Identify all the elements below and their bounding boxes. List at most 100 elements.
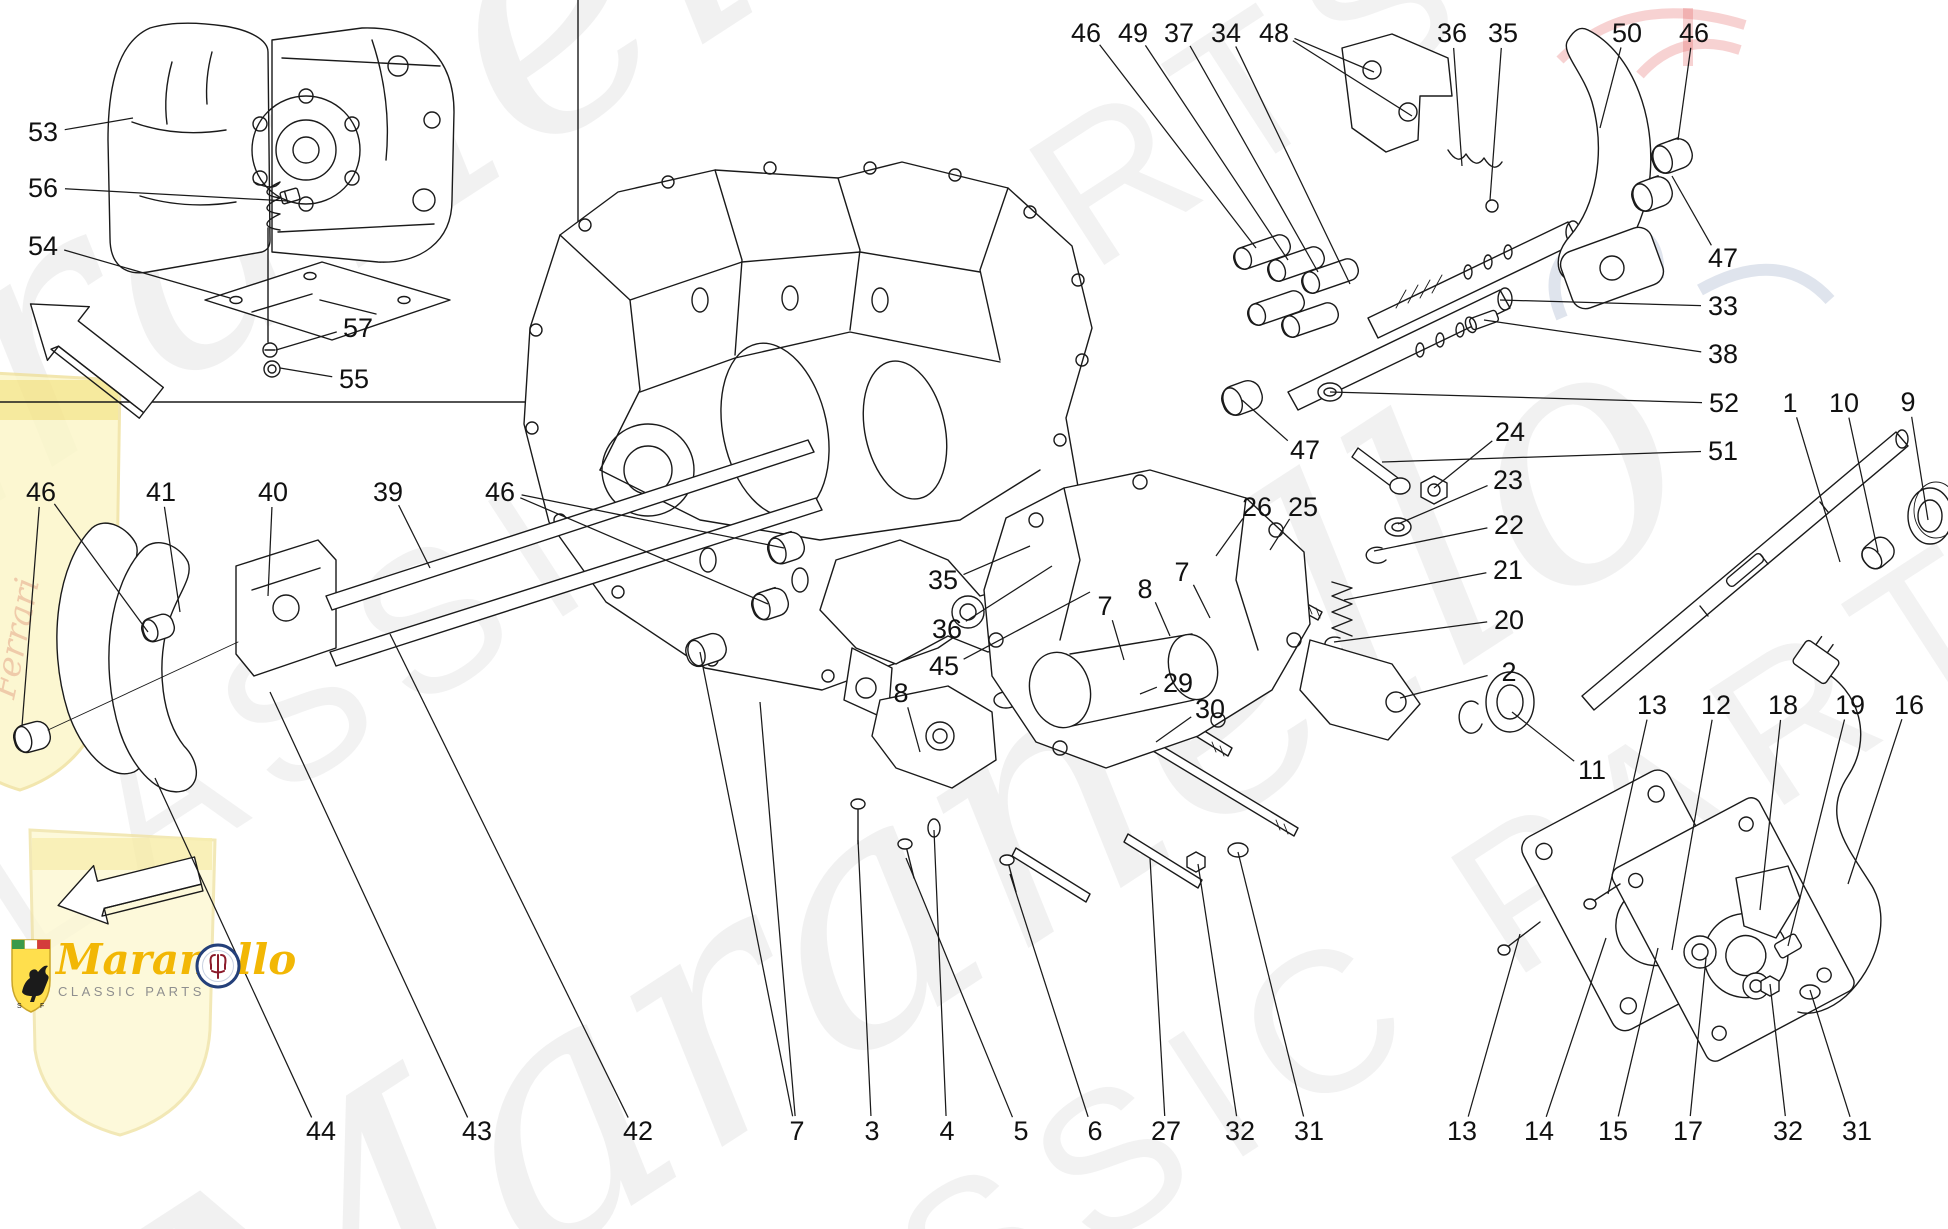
part-number: 46 bbox=[485, 477, 515, 507]
leader-line bbox=[1111, 619, 1125, 661]
leader-line bbox=[521, 494, 785, 549]
part-label-29: 29 bbox=[1139, 668, 1193, 698]
part-label-52: 52 bbox=[1329, 388, 1739, 418]
leader-line bbox=[520, 497, 769, 605]
part-number: 25 bbox=[1288, 492, 1318, 522]
part-number: 56 bbox=[28, 173, 58, 203]
leader-line bbox=[1759, 719, 1782, 911]
leader-line bbox=[1235, 46, 1351, 285]
part-label-38: 38 bbox=[1483, 319, 1738, 369]
leader-line bbox=[963, 545, 1031, 576]
leader-line bbox=[1399, 674, 1488, 699]
part-number: 47 bbox=[1708, 243, 1738, 273]
part-number: 46 bbox=[26, 477, 56, 507]
part-label-48: 48 bbox=[1259, 18, 1413, 117]
inset-panel bbox=[0, 0, 579, 419]
leader-line bbox=[64, 188, 289, 202]
part-number: 41 bbox=[146, 477, 176, 507]
part-number: 5 bbox=[1013, 1116, 1028, 1146]
part-number: 14 bbox=[1524, 1116, 1554, 1146]
leader-line bbox=[1499, 299, 1702, 307]
part-number: 29 bbox=[1163, 668, 1193, 698]
leader-line bbox=[1397, 484, 1488, 525]
part-label-16: 16 bbox=[1847, 690, 1924, 885]
shift-rods bbox=[325, 439, 823, 667]
part-number: 50 bbox=[1612, 18, 1642, 48]
part-number: 33 bbox=[1708, 291, 1738, 321]
part-number: 52 bbox=[1709, 388, 1739, 418]
part-label-42: 42 bbox=[389, 633, 653, 1146]
leader-line bbox=[857, 839, 872, 1117]
leader-line bbox=[1489, 47, 1502, 201]
part-number: 48 bbox=[1259, 18, 1289, 48]
part-label-27: 27 bbox=[1149, 857, 1181, 1146]
leader-line bbox=[963, 591, 1091, 660]
part-number: 31 bbox=[1294, 1116, 1324, 1146]
output-shaft-assembly bbox=[1581, 429, 1948, 711]
lever-assembly bbox=[819, 539, 1033, 893]
part-label-32: 32 bbox=[1769, 983, 1803, 1146]
part-number: 24 bbox=[1495, 417, 1525, 447]
top-right-assembly bbox=[1221, 27, 1693, 416]
part-label-25: 25 bbox=[1269, 492, 1318, 551]
leader-line bbox=[21, 506, 40, 727]
leader-line bbox=[1333, 621, 1488, 643]
part-label-31: 31 bbox=[1809, 989, 1872, 1146]
part-label-32: 32 bbox=[1197, 863, 1255, 1146]
inset-arrow-icon bbox=[29, 303, 165, 419]
left-fork-assembly bbox=[12, 522, 337, 793]
leader-line bbox=[759, 701, 796, 1117]
part-number: 1 bbox=[1782, 388, 1797, 418]
part-number: 36 bbox=[932, 614, 962, 644]
leader-line bbox=[1677, 47, 1692, 141]
part-label-5: 5 bbox=[905, 857, 1029, 1146]
part-label-23: 23 bbox=[1397, 465, 1523, 525]
part-number: 9 bbox=[1900, 387, 1915, 417]
brand-subtitle: CLASSIC PARTS bbox=[58, 984, 205, 999]
part-number: 37 bbox=[1164, 18, 1194, 48]
part-label-47: 47 bbox=[1671, 175, 1738, 273]
part-number: 13 bbox=[1447, 1116, 1477, 1146]
leader-line bbox=[389, 633, 629, 1118]
part-number: 19 bbox=[1835, 690, 1865, 720]
inset-cover-sketch bbox=[107, 22, 271, 274]
part-label-10: 10 bbox=[1829, 388, 1879, 553]
part-label-21: 21 bbox=[1343, 555, 1523, 601]
leader-line bbox=[933, 829, 947, 1117]
part-label-35: 35 bbox=[1488, 18, 1518, 201]
leader-line bbox=[269, 691, 469, 1118]
part-number: 55 bbox=[339, 364, 369, 394]
part-number: 22 bbox=[1494, 510, 1524, 540]
part-number: 46 bbox=[1071, 18, 1101, 48]
part-label-14: 14 bbox=[1524, 937, 1607, 1146]
leader-line bbox=[1144, 45, 1289, 261]
part-number: 3 bbox=[864, 1116, 879, 1146]
part-number: 44 bbox=[306, 1116, 336, 1146]
leader-line bbox=[1149, 857, 1166, 1117]
part-label-15: 15 bbox=[1598, 947, 1659, 1146]
leader-line bbox=[1511, 711, 1575, 762]
leader-line bbox=[1192, 584, 1211, 619]
part-label-47: 47 bbox=[1241, 399, 1320, 465]
part-label-12: 12 bbox=[1671, 690, 1731, 951]
brand-name: Maranello bbox=[54, 935, 296, 984]
part-label-37: 37 bbox=[1164, 18, 1319, 273]
leader-line bbox=[1269, 518, 1291, 551]
part-label-36: 36 bbox=[932, 565, 1053, 644]
part-number: 32 bbox=[1773, 1116, 1803, 1146]
leader-line bbox=[163, 506, 181, 613]
leader-line bbox=[1009, 873, 1089, 1117]
part-label-19: 19 bbox=[1787, 690, 1865, 947]
part-number: 10 bbox=[1829, 388, 1859, 418]
leader-line bbox=[1433, 440, 1493, 489]
leader-line bbox=[154, 777, 313, 1118]
leader-line bbox=[1237, 851, 1305, 1117]
part-number: 36 bbox=[1437, 18, 1467, 48]
part-label-35: 35 bbox=[928, 545, 1031, 595]
leader-line bbox=[1809, 989, 1851, 1117]
part-label-13: 13 bbox=[1447, 933, 1521, 1146]
part-label-6: 6 bbox=[1009, 873, 1103, 1146]
part-label-7: 7 bbox=[1097, 591, 1125, 661]
